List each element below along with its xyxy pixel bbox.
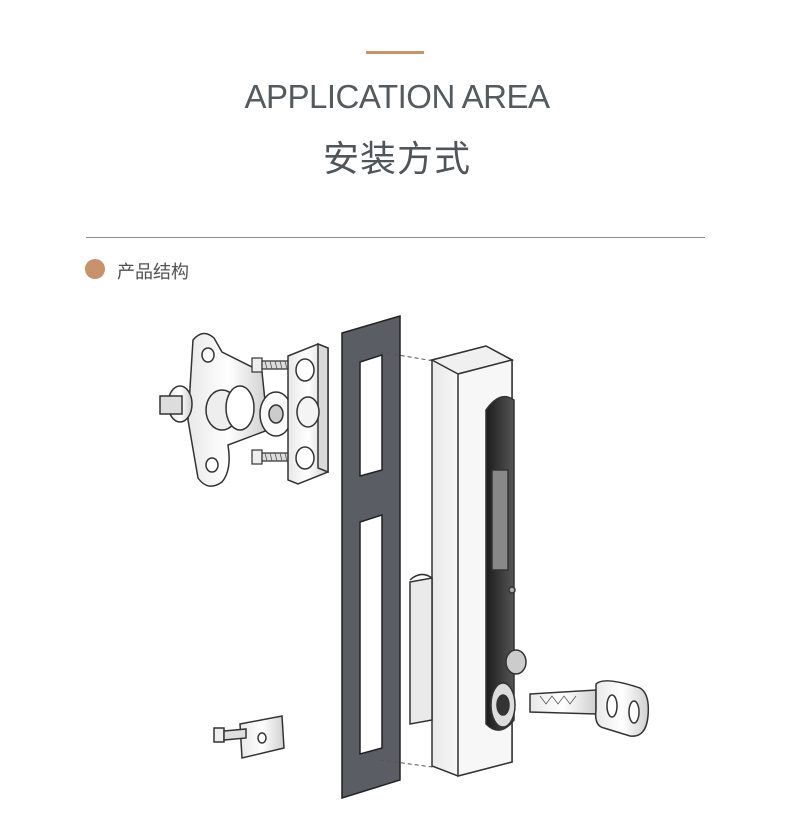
upper-screw — [251, 357, 291, 373]
page-title-english: APPLICATION AREA — [244, 78, 550, 115]
lock-cam-block-part — [287, 342, 329, 485]
lock-handle-body-part — [409, 345, 527, 777]
mounting-bracket-part — [159, 332, 293, 487]
title-accent-bar — [366, 51, 424, 54]
door-panel-part — [341, 314, 401, 800]
lower-screw — [251, 449, 291, 465]
section-label: 产品结构 — [117, 262, 189, 283]
section-bullet-icon — [85, 259, 105, 279]
key-part — [529, 680, 650, 737]
page-title-chinese: 安装方式 — [322, 139, 471, 180]
section-divider — [86, 237, 705, 238]
alignment-lines — [379, 351, 441, 769]
clamp-plate-part — [213, 715, 285, 759]
exploded-lock-diagram — [159, 314, 650, 800]
